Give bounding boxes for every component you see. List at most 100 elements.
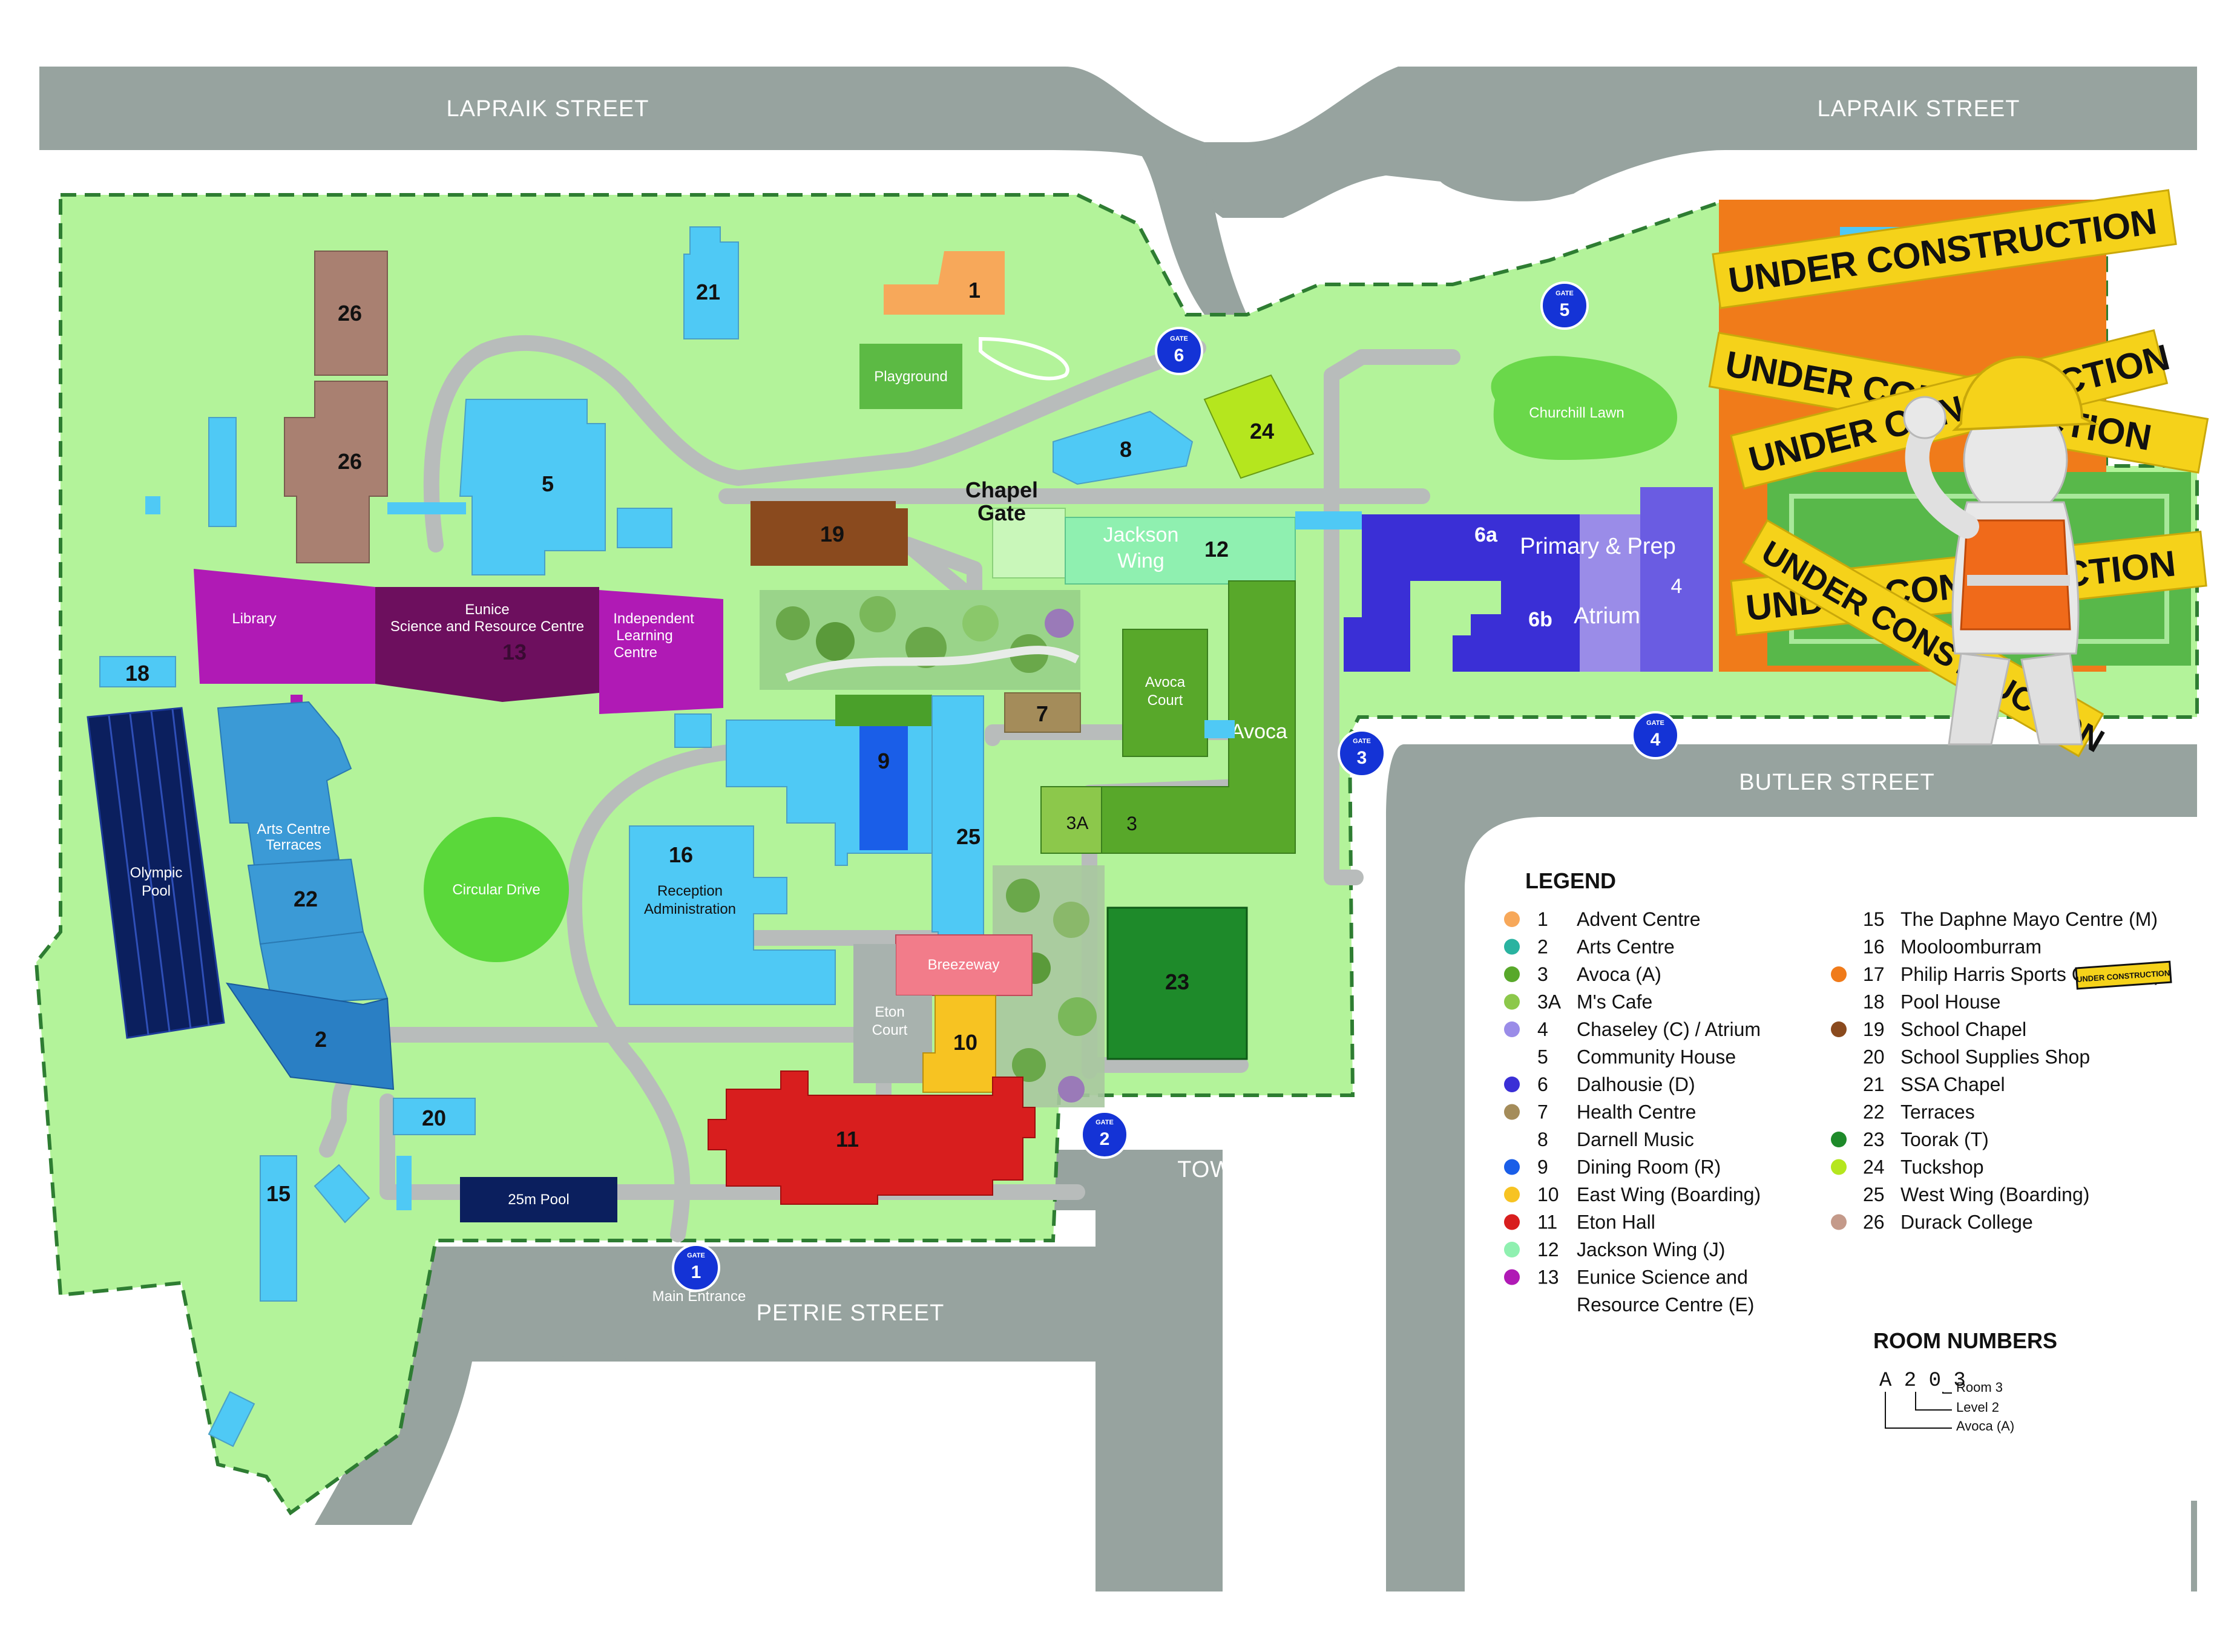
eton-court[interactable] <box>853 944 932 1083</box>
legend-number: 2 <box>1537 936 1548 958</box>
building-central-annex[interactable] <box>674 713 712 748</box>
legend-number: 22 <box>1863 1101 1885 1123</box>
legend-title: LEGEND <box>1525 868 1616 893</box>
building-8-darnell-music[interactable] <box>1053 410 1194 485</box>
legend-label: Tuckshop <box>1900 1156 1984 1178</box>
legend-label: Eton Hall <box>1577 1211 1655 1233</box>
legend-number: 6 <box>1537 1073 1548 1095</box>
building-5-community-house[interactable] <box>459 399 606 575</box>
building-7-health-centre[interactable] <box>1004 692 1081 733</box>
avoca-court[interactable] <box>1122 629 1208 757</box>
building-4-chaseley[interactable] <box>1640 487 1713 672</box>
building-15-daphne-mayo[interactable] <box>260 1155 297 1302</box>
chapel-gate-label-2: Gate <box>977 500 1026 525</box>
building-25-number: 25 <box>956 824 981 849</box>
building-4-atrium[interactable] <box>1580 514 1646 672</box>
chapel-gate-area <box>992 508 1066 579</box>
circular-drive[interactable] <box>424 817 569 962</box>
eunice-label-2: Science and Resource Centre <box>390 618 584 635</box>
building-small-west[interactable] <box>208 417 237 527</box>
building-south-west-small[interactable] <box>208 1391 255 1447</box>
building-6b-dalhousie[interactable] <box>1453 581 1580 672</box>
legend-label: SSA Chapel <box>1900 1073 2005 1095</box>
main-entrance-label: Main Entrance <box>652 1288 746 1305</box>
room-number-building: Avoca (A) <box>1956 1418 2014 1434</box>
legend-swatch <box>1504 1077 1520 1092</box>
arts-centre-terraces[interactable] <box>217 701 352 867</box>
primary-prep-label: Primary & Prep <box>1520 534 1676 559</box>
legend-label: Eunice Science and <box>1577 1267 1748 1288</box>
building-10-east-wing[interactable] <box>922 995 996 1093</box>
gate-1[interactable]: GATE 1 <box>672 1244 720 1292</box>
legend-swatch <box>1831 1132 1847 1147</box>
legend-label: Pool House <box>1900 991 2000 1013</box>
room-code: A 2 0 3 <box>1879 1369 1966 1392</box>
breezeway[interactable] <box>895 934 1033 996</box>
avoca-court-label-1: Avoca <box>1145 674 1186 690</box>
playground[interactable] <box>859 344 962 409</box>
building-15-annex[interactable] <box>314 1164 370 1224</box>
legend-label: East Wing (Boarding) <box>1577 1184 1761 1205</box>
building-3a-number: 3A <box>1066 813 1089 833</box>
building-9-dining-room[interactable] <box>859 726 908 850</box>
building-26-durack-college-south[interactable] <box>284 381 388 563</box>
gate-3[interactable]: GATE 3 <box>1338 729 1386 778</box>
building-16-reception[interactable] <box>629 825 836 1005</box>
building-20-school-supplies[interactable] <box>393 1098 476 1135</box>
legend-number: 12 <box>1537 1239 1559 1260</box>
legend-number: 23 <box>1863 1129 1885 1150</box>
building-12-jackson-wing[interactable] <box>1065 517 1296 585</box>
playground-path <box>979 336 1069 381</box>
building-3a-ms-cafe[interactable] <box>1040 786 1102 854</box>
legend-label: M's Cafe <box>1577 991 1652 1013</box>
legend-swatch <box>1504 1242 1520 1257</box>
legend-number: 10 <box>1537 1184 1559 1205</box>
legend-swatch <box>1504 994 1520 1010</box>
building-independent-learning-centre[interactable] <box>599 590 723 714</box>
building-5-link[interactable] <box>387 502 466 514</box>
building-tiny-west[interactable] <box>145 496 160 514</box>
gate-6[interactable]: GATE 6 <box>1155 327 1203 375</box>
building-13-eunice-science[interactable] <box>375 587 599 702</box>
building-3-number: 3 <box>1126 813 1137 834</box>
gate-4[interactable]: GATE 4 <box>1631 711 1680 759</box>
legend-number: 15 <box>1863 908 1885 930</box>
building-small-15[interactable] <box>396 1156 412 1210</box>
legend-number: 17 <box>1863 963 1885 985</box>
building-25-west-wing[interactable] <box>931 695 984 936</box>
building-19-school-chapel[interactable] <box>751 501 908 566</box>
gate-6-label: GATE <box>1170 335 1188 343</box>
gate-2[interactable]: GATE 2 <box>1080 1110 1129 1159</box>
gate-1-number: 1 <box>691 1262 701 1282</box>
olympic-pool-label-2: Pool <box>142 883 171 899</box>
legend-label: Advent Centre <box>1577 908 1701 930</box>
building-21-ssa-chapel[interactable] <box>683 226 739 339</box>
building-library[interactable] <box>194 569 375 684</box>
avoca-court-label-2: Court <box>1148 692 1183 709</box>
legend-number: 3A <box>1537 991 1562 1013</box>
building-2-arts-centre[interactable] <box>225 982 395 1090</box>
building-11-eton-hall[interactable] <box>708 1070 1036 1205</box>
pool-25m[interactable] <box>460 1177 617 1222</box>
gate-5[interactable]: GATE 5 <box>1540 281 1589 330</box>
building-26-durack-college-north[interactable] <box>314 251 388 376</box>
legend-swatch <box>1831 1214 1847 1230</box>
building-18-pool-house[interactable] <box>99 656 176 687</box>
legend-number: 18 <box>1863 991 1885 1013</box>
legend-swatch <box>1831 1021 1847 1037</box>
building-24-tuckshop[interactable] <box>1203 374 1315 479</box>
room-number-room: Room 3 <box>1956 1380 2003 1395</box>
room-numbers-key: ROOM NUMBERS A 2 0 3 Room 3 Level 2 Avoc… <box>1873 1328 2057 1434</box>
olympic-pool[interactable] <box>87 707 225 1039</box>
legend-label: Terraces <box>1900 1101 1975 1123</box>
building-23-toorak[interactable] <box>1106 906 1248 1060</box>
legend-number: 11 <box>1537 1211 1557 1233</box>
building-15-number: 15 <box>266 1181 291 1206</box>
building-5-annex[interactable] <box>617 508 672 548</box>
churchill-lawn[interactable] <box>1491 356 1678 460</box>
building-11-number: 11 <box>836 1127 859 1152</box>
building-1-advent-centre[interactable] <box>884 251 1005 315</box>
building-26-north-number: 26 <box>338 301 362 326</box>
legend-number: 26 <box>1863 1211 1885 1233</box>
